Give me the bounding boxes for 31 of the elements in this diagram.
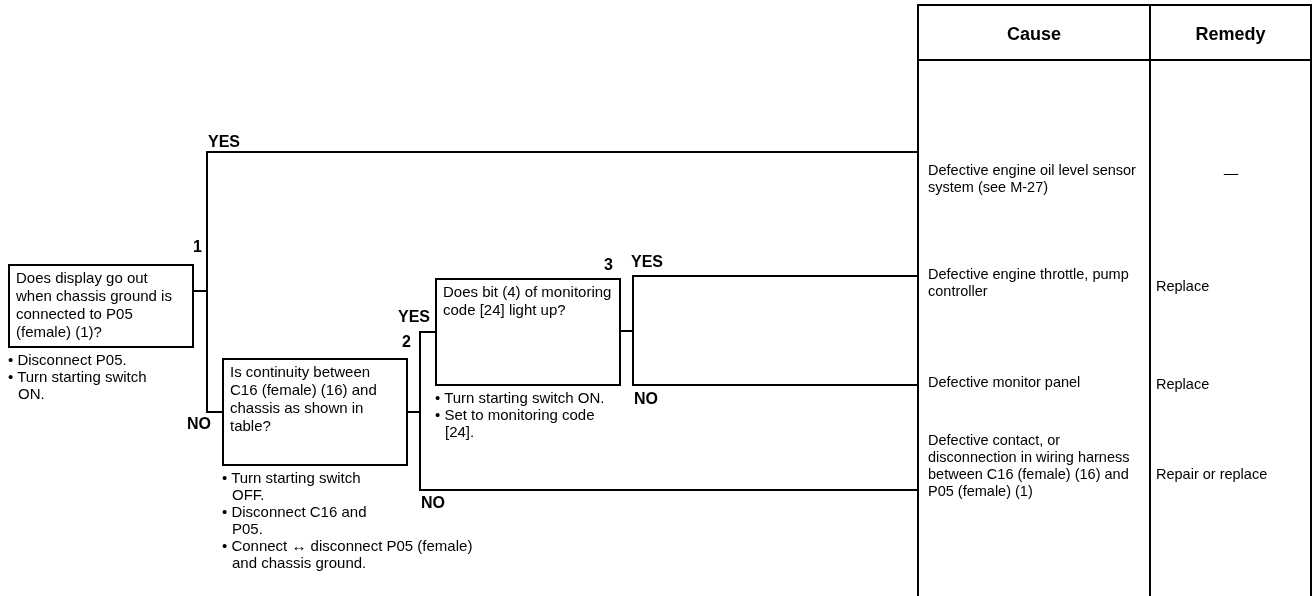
remedy-text: Replace xyxy=(1156,376,1210,392)
note-text: • Disconnect C16 and P05. xyxy=(222,503,368,537)
edge-label: NO xyxy=(633,390,659,407)
step-number: 2 xyxy=(402,333,411,351)
cause-cell: Defective engine oil level sensor system (see M-27) xyxy=(918,162,1150,202)
edge-label: YES xyxy=(630,253,664,270)
column-header: Cause xyxy=(1006,24,1062,45)
note-text: • Turn starting switch ON. xyxy=(435,389,606,406)
cause-cell: Defective monitor panel xyxy=(918,374,1150,396)
edge-label: YES xyxy=(207,133,241,150)
edge-label: NO xyxy=(420,494,446,511)
decision-box: Does bit (4) of monitoring code [24] light up? xyxy=(435,278,621,386)
note-text: • Set to monitoring code [24]. xyxy=(435,406,596,440)
remedy-text: — xyxy=(1222,165,1240,181)
edge-label: NO xyxy=(186,415,212,432)
remedy-text: Replace xyxy=(1156,278,1210,294)
step-number: 1 xyxy=(193,238,202,256)
connector-line xyxy=(193,290,223,413)
edge-label: YES xyxy=(397,308,431,325)
connector-line xyxy=(620,330,919,386)
column-header: Remedy xyxy=(1194,24,1267,45)
note-text: • Turn starting switch OFF. xyxy=(222,469,362,503)
note-text: • Turn starting switch ON. xyxy=(8,368,148,402)
note-text: • Disconnect P05. xyxy=(8,351,128,368)
decision-box: Does display go out when chassis ground is connected to P05 (female) (1)? xyxy=(8,264,194,348)
decision-box: Is continuity between C16 (female) (16) and chassis as shown in table? xyxy=(222,358,408,466)
note-text: • Connect ↔ disconnect P05 (female) and chassis ground. xyxy=(222,537,474,571)
step-number: 3 xyxy=(604,256,613,274)
cause-cell: Defective contact, or disconnection in wiring harness between C16 (female) (16) and P05 (female) (1) xyxy=(918,432,1150,520)
remedy-text: Repair or replace xyxy=(1156,466,1268,482)
cause-cell: Defective engine throttle, pump controller xyxy=(918,266,1150,306)
